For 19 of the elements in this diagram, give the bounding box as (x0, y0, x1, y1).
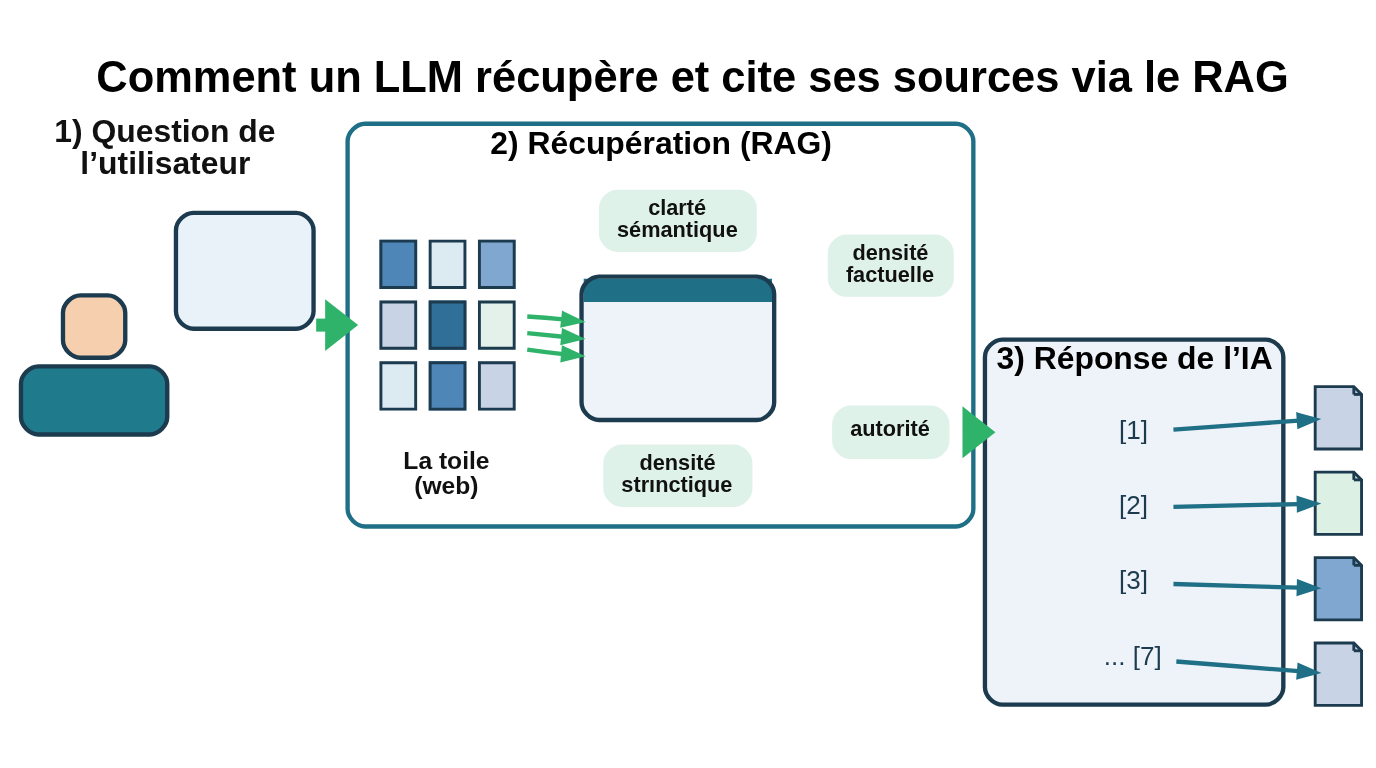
node-text: [2] (1118, 489, 1148, 520)
arrow (1173, 578, 1322, 596)
arrow (1173, 411, 1322, 432)
arrow (1176, 658, 1322, 680)
node-box: densité factuelle (827, 234, 954, 297)
arrow (526, 344, 586, 363)
node-box: clarté sémantique (598, 189, 757, 252)
node-text: [1] (1118, 414, 1148, 445)
arrow (1173, 495, 1322, 513)
node-label: La toile (web) (403, 446, 490, 499)
arrow (962, 405, 996, 458)
diagram-title: Comment un LLM récupère et cite ses sources via le RAG (96, 52, 1289, 101)
node-box: autorité (832, 405, 950, 459)
node-label: 1) Question de l’utilisateur (54, 112, 276, 181)
node-text: [3] (1118, 564, 1148, 595)
node-box: densité strınctique (603, 444, 753, 507)
arrow (527, 327, 586, 345)
arrow (527, 310, 586, 328)
node-text: ... [7] (1103, 640, 1162, 671)
